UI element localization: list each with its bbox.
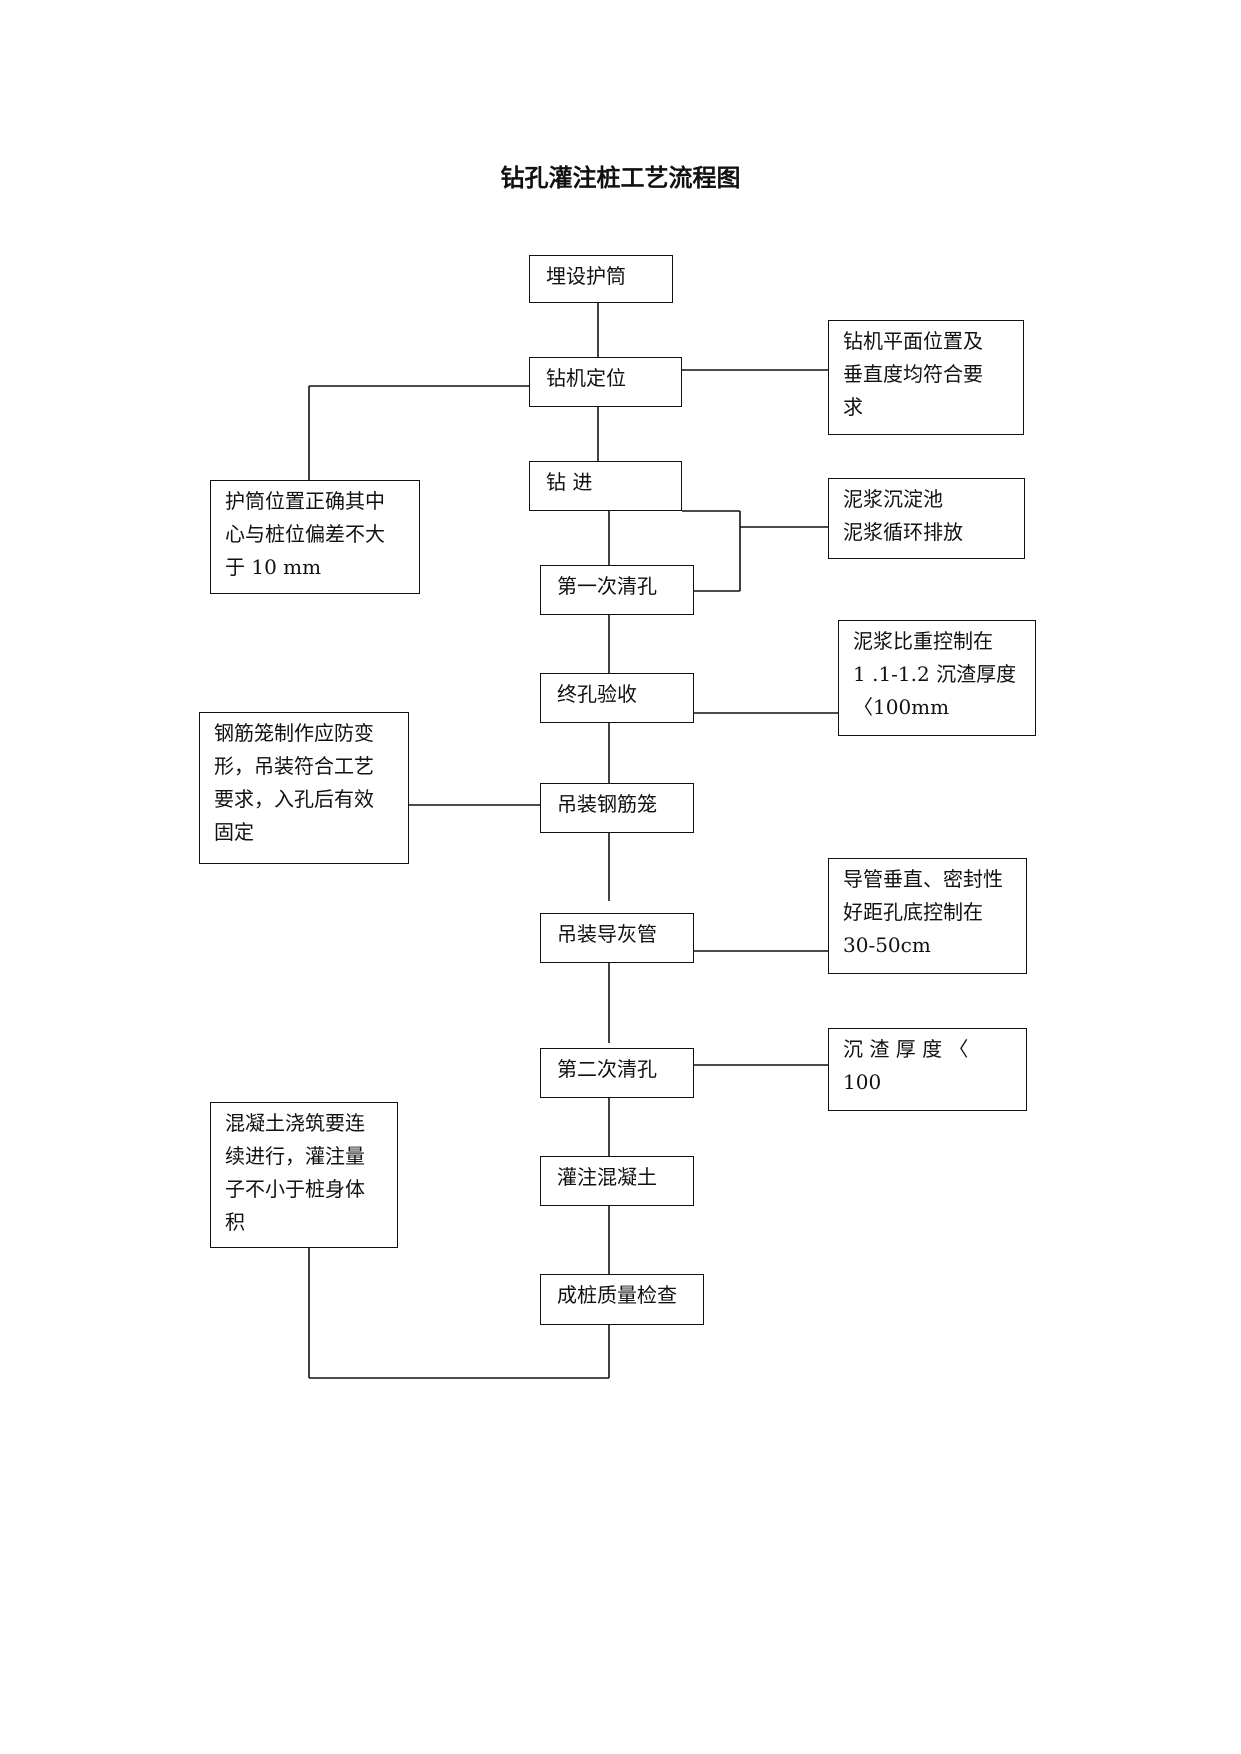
step-drilling: 钻 进 — [529, 461, 682, 511]
step-final-hole-inspection: 终孔验收 — [540, 673, 694, 723]
step-rig-positioning: 钻机定位 — [529, 357, 682, 407]
note-casing-position: 护筒位置正确其中 心与桩位偏差不大 于 10 mm — [210, 480, 420, 594]
note-concrete-pouring: 混凝土浇筑要连 续进行，灌注量 子不小于桩身体 积 — [210, 1102, 398, 1248]
diagram-title: 钻孔灌注桩工艺流程图 — [500, 163, 741, 192]
step-hoist-conduit: 吊装导灰管 — [540, 913, 694, 963]
step-hoist-rebar-cage: 吊装钢筋笼 — [540, 783, 694, 833]
step-bury-casing: 埋设护筒 — [529, 255, 673, 303]
note-sediment: 沉 渣 厚 度 〈 100 mm — [828, 1028, 1027, 1111]
note-mud-density: 泥浆比重控制在 1 .1-1.2 沉渣厚度 〈100mm — [838, 620, 1036, 736]
step-second-hole-cleaning: 第二次清孔 — [540, 1048, 694, 1098]
step-pile-quality-check: 成桩质量检查 — [540, 1274, 704, 1325]
note-rig-position: 钻机平面位置及 垂直度均符合要 求 — [828, 320, 1024, 435]
step-first-hole-cleaning: 第一次清孔 — [540, 565, 694, 615]
note-conduit: 导管垂直、密封性 好距孔底控制在 30-50cm — [828, 858, 1027, 974]
step-pour-concrete: 灌注混凝土 — [540, 1156, 694, 1206]
note-mud-pool: 泥浆沉淀池 泥浆循环排放 — [828, 478, 1025, 559]
note-rebar-cage: 钢筋笼制作应防变 形，吊装符合工艺 要求，入孔后有效 固定 — [199, 712, 409, 864]
